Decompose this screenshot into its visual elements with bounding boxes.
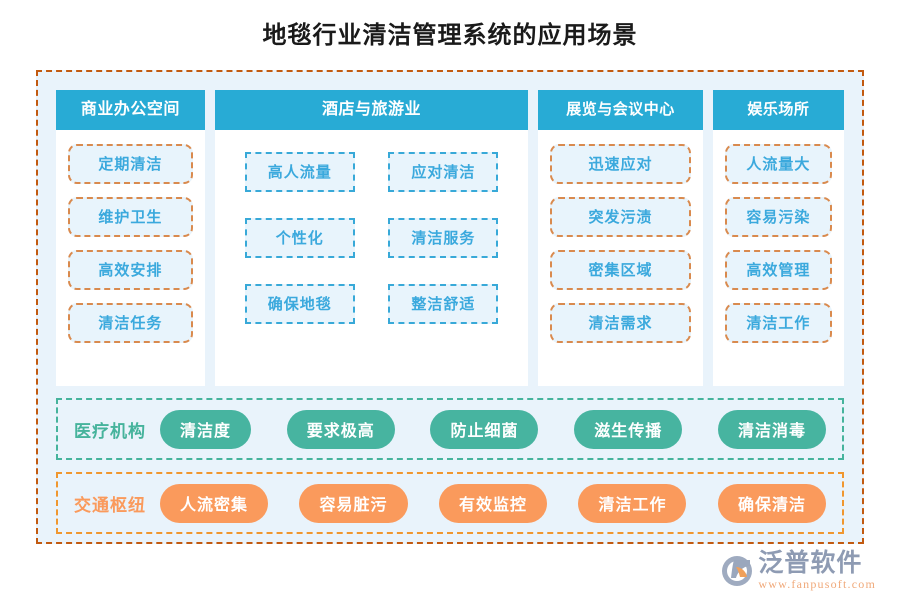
- column-body-hotel-tourism: 高人流量 应对清洁 个性化 清洁服务 确保地毯 整洁舒适: [215, 130, 528, 386]
- fanpu-swoosh-logo-icon: [720, 554, 754, 588]
- pill-item[interactable]: 容易脏污: [299, 483, 408, 523]
- pill-item[interactable]: 防止细菌: [430, 409, 539, 449]
- chip-item[interactable]: 定期清洁: [68, 144, 193, 184]
- band-label-medical: 医疗机构: [74, 421, 146, 441]
- chip-item[interactable]: 高人流量: [244, 152, 355, 192]
- chip-item[interactable]: 突发污渍: [550, 197, 691, 237]
- logo-url: www.fanpusoft.com: [758, 577, 876, 591]
- pill-item[interactable]: 清洁度: [160, 409, 252, 449]
- chip-item[interactable]: 迅速应对: [550, 144, 691, 184]
- band-label-transport: 交通枢纽: [74, 495, 146, 515]
- logo-name: 泛普软件: [758, 549, 863, 577]
- chip-item[interactable]: 清洁任务: [68, 303, 193, 343]
- column-card-commercial-office: 商业办公空间 定期清洁 维护卫生 高效安排 清洁任务: [56, 90, 205, 386]
- chip-item[interactable]: 高效安排: [68, 250, 193, 290]
- pill-item[interactable]: 有效监控: [438, 483, 547, 523]
- chip-item[interactable]: 清洁工作: [724, 303, 833, 343]
- column-body-entertainment-venue: 人流量大 容易污染 高效管理 清洁工作: [713, 130, 844, 386]
- column-header-commercial-office: 商业办公空间: [56, 90, 205, 130]
- band-transport-hub: 交通枢纽 人流密集 容易脏污 有效监控 清洁工作 确保清洁: [56, 472, 844, 534]
- band-pills-transport: 人流密集 容易脏污 有效监控 清洁工作 确保清洁: [160, 483, 826, 523]
- pill-item[interactable]: 清洁消毒: [717, 409, 826, 449]
- pill-item[interactable]: 清洁工作: [578, 483, 687, 523]
- column-header-hotel-tourism: 酒店与旅游业: [214, 90, 529, 130]
- chip-item[interactable]: 清洁服务: [388, 218, 499, 258]
- column-header-exhibition-conference: 展览与会议中心: [538, 90, 703, 130]
- chip-item[interactable]: 确保地毯: [244, 284, 355, 324]
- scenario-panel: 商业办公空间 定期清洁 维护卫生 高效安排 清洁任务 酒店与旅游业 高人流量 应…: [36, 70, 864, 544]
- pill-item[interactable]: 确保清洁: [717, 483, 826, 523]
- brand-logo: 泛普软件 www.fanpusoft.com: [720, 551, 876, 590]
- chip-item[interactable]: 应对清洁: [388, 152, 499, 192]
- chip-item[interactable]: 清洁需求: [550, 303, 691, 343]
- logo-text-block: 泛普软件 www.fanpusoft.com: [758, 549, 876, 591]
- page-title: 地毯行业清洁管理系统的应用场景: [262, 22, 638, 49]
- chip-item[interactable]: 容易污染: [724, 197, 833, 237]
- column-body-exhibition-conference: 迅速应对 突发污渍 密集区域 清洁需求: [538, 130, 703, 386]
- column-header-entertainment-venue: 娱乐场所: [712, 90, 845, 130]
- pill-item[interactable]: 要求极高: [286, 409, 395, 449]
- chip-item[interactable]: 维护卫生: [68, 197, 193, 237]
- chip-item[interactable]: 高效管理: [724, 250, 833, 290]
- chip-item[interactable]: 人流量大: [724, 144, 833, 184]
- columns-region: 商业办公空间 定期清洁 维护卫生 高效安排 清洁任务 酒店与旅游业 高人流量 应…: [56, 90, 845, 386]
- column-card-hotel-tourism: 酒店与旅游业 高人流量 应对清洁 个性化 清洁服务 确保地毯 整洁舒适: [214, 90, 529, 386]
- pill-item[interactable]: 滋生传播: [574, 409, 683, 449]
- band-pills-medical: 清洁度 要求极高 防止细菌 滋生传播 清洁消毒: [160, 409, 826, 449]
- pill-item[interactable]: 人流密集: [160, 483, 269, 523]
- band-medical-institution: 医疗机构 清洁度 要求极高 防止细菌 滋生传播 清洁消毒: [56, 398, 844, 460]
- chip-item[interactable]: 个性化: [244, 218, 355, 258]
- column-body-commercial-office: 定期清洁 维护卫生 高效安排 清洁任务: [56, 130, 205, 386]
- column-card-entertainment-venue: 娱乐场所 人流量大 容易污染 高效管理 清洁工作: [712, 90, 845, 386]
- chip-item[interactable]: 密集区域: [550, 250, 691, 290]
- column-card-exhibition-conference: 展览与会议中心 迅速应对 突发污渍 密集区域 清洁需求: [538, 90, 703, 386]
- chip-item[interactable]: 整洁舒适: [388, 284, 499, 324]
